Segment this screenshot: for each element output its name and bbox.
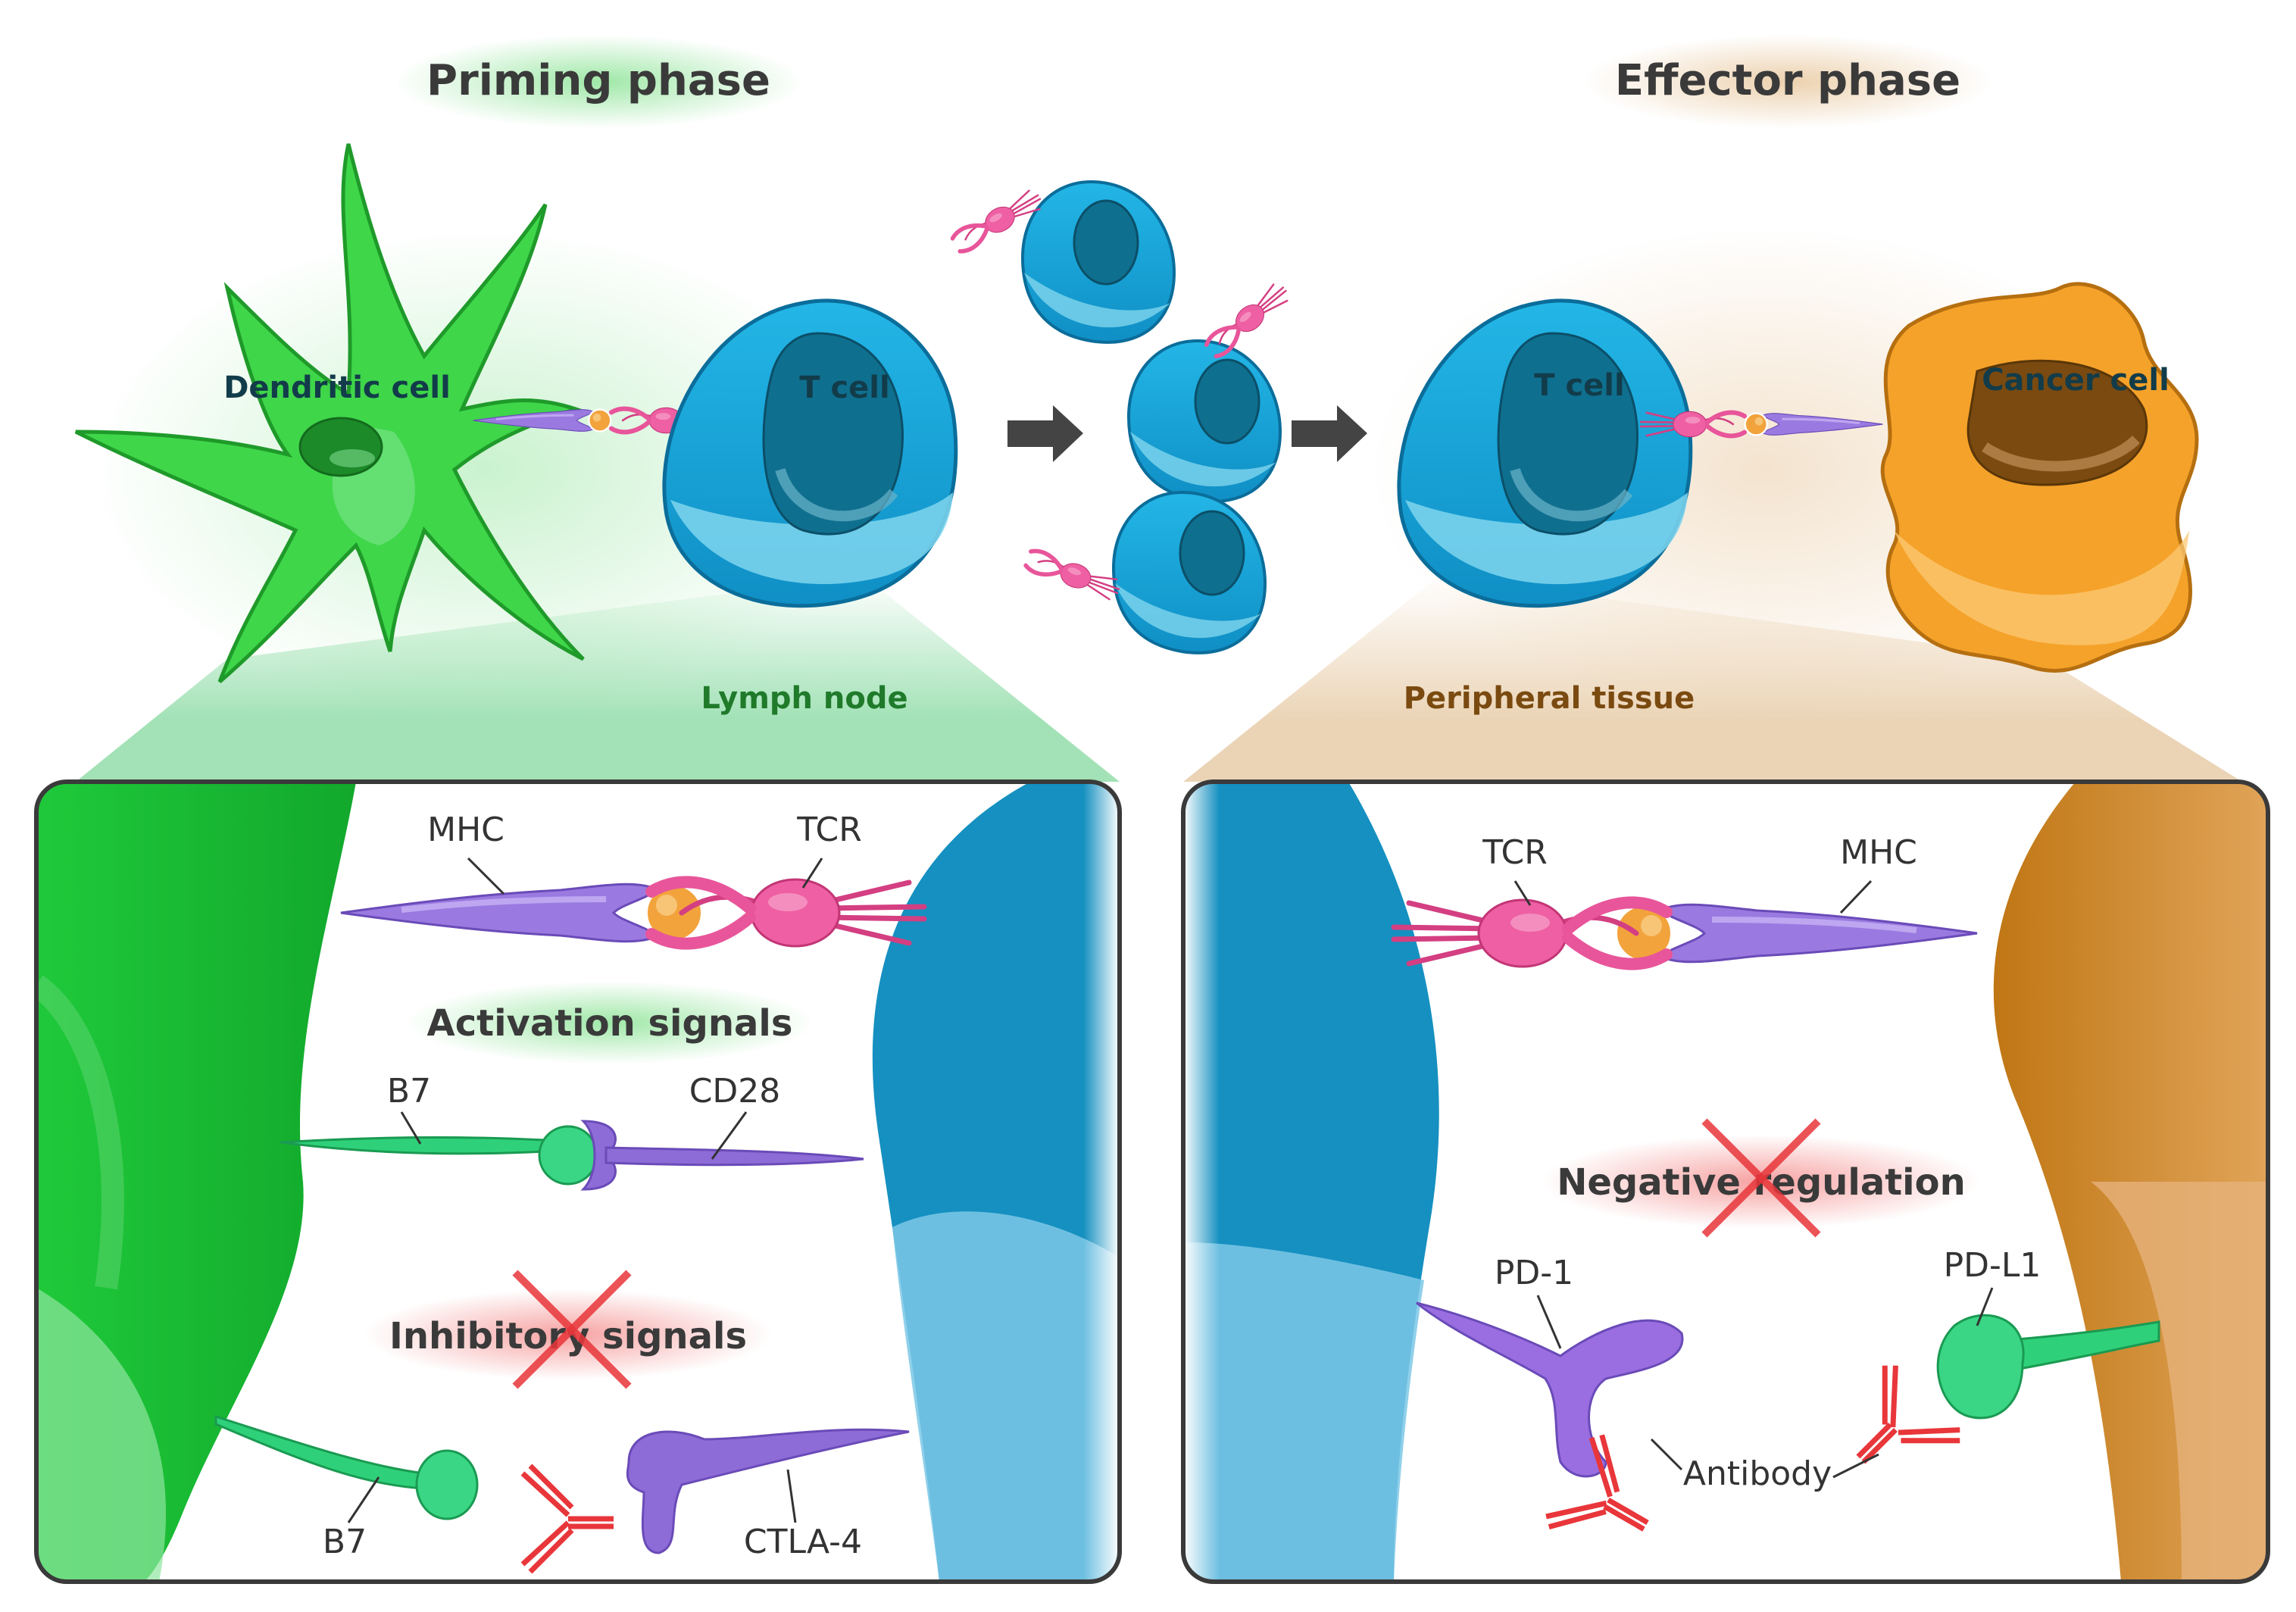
t-cell-left-shape [662,298,958,608]
cancer-cell-label: Cancer cell [1982,363,2169,398]
mhc-label-left: MHC [427,811,504,849]
t-cell-left-label: T cell [799,370,889,405]
t-cell-right-label: T cell [1534,368,1624,403]
arrow-right-icon [1292,405,1367,462]
cd28-label: CD28 [689,1072,781,1111]
pdl1-label: PD-L1 [1944,1246,2041,1285]
b7-label-top: B7 [387,1072,431,1111]
blocked-x-icon [512,1270,632,1389]
lymph-node-label: Lymph node [701,681,907,716]
left-detail-panel: MHC TCR Activation signals B7 CD28 Inhib… [34,779,1122,1584]
cancer-cell-shape [1880,282,2199,673]
mhc-label-right: MHC [1840,833,1917,872]
peripheral-tissue-label: Peripheral tissue [1404,681,1695,716]
pd1-label: PD-1 [1495,1254,1573,1292]
tcr-label-left: TCR [796,811,862,849]
arrow-right-icon [1007,405,1083,462]
tcr-label-right: TCR [1482,833,1548,872]
proliferating-t-cells [951,180,1292,654]
t-cell-right-shape [1397,298,1693,608]
activation-signals-label: Activation signals [427,1002,793,1045]
antibody-label: Antibody [1683,1454,1832,1493]
effector-phase-title: Effector phase [1615,56,1960,105]
dendritic-cell-label: Dendritic cell [223,370,451,405]
dendritic-cell-shape [74,143,585,683]
priming-phase-title: Priming phase [426,56,770,105]
b7-label-bottom: B7 [323,1523,367,1561]
right-detail-panel: TCR MHC Negative regulation PD-1 PD-L1 A… [1181,779,2270,1584]
ctla4-label: CTLA-4 [744,1523,862,1561]
blocked-x-icon [1701,1118,1821,1238]
